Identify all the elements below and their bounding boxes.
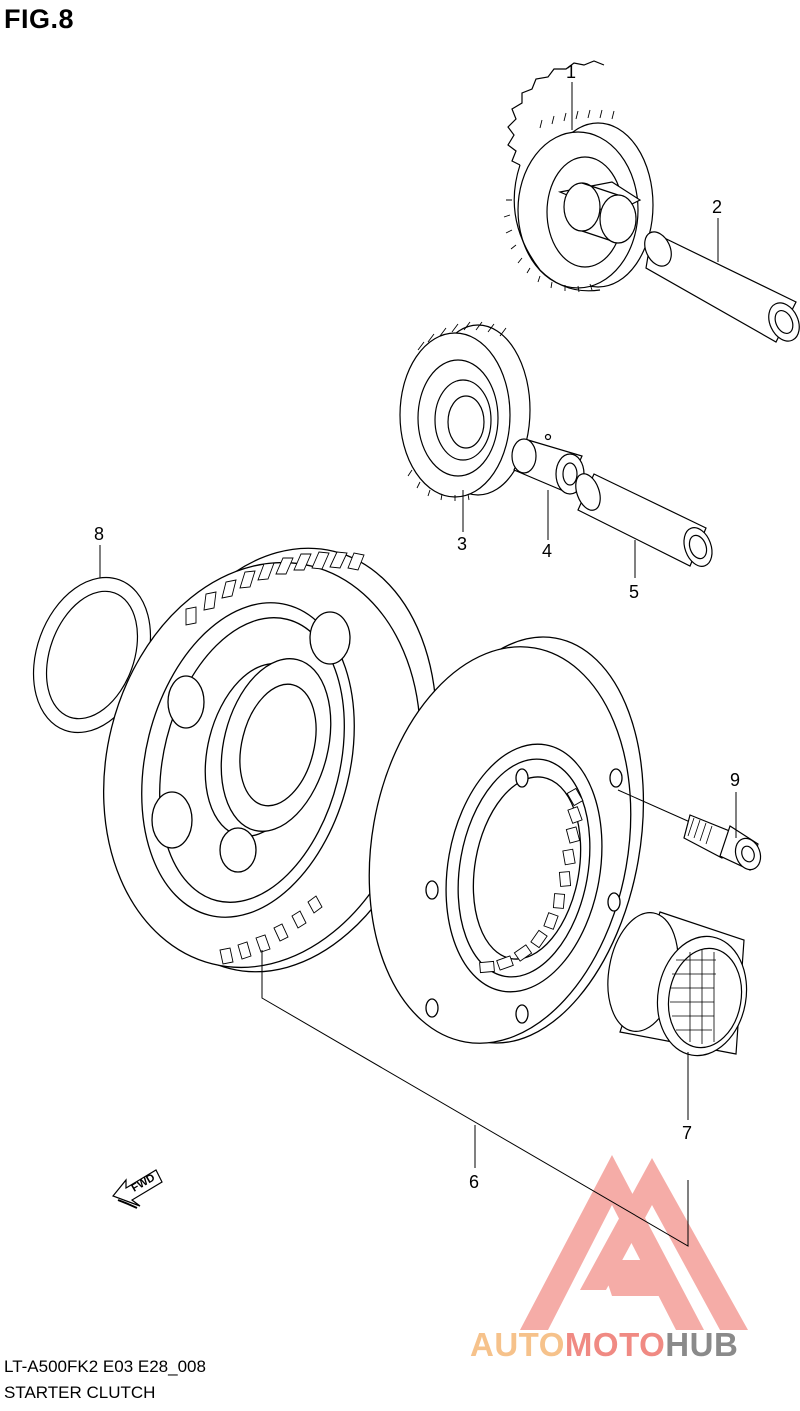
callout-7: 7 [682,1123,692,1143]
diagram-caption: STARTER CLUTCH [4,1383,156,1402]
callout-1: 1 [566,62,576,82]
callout-numbers: 1 2 3 4 5 6 7 8 9 [94,62,740,1192]
fwd-arrow-icon: FWD [113,1170,162,1208]
part-7-bearing [599,907,756,1063]
part-4-bushing [512,435,584,495]
callout-6: 6 [469,1172,479,1192]
model-code: LT-A500FK2 E03 E28_008 [4,1357,206,1376]
watermark-auto: AUTO [470,1326,565,1363]
part-9-bolt [618,790,765,873]
callout-9: 9 [730,770,740,790]
watermark-text: AUTOMOTOHUB [470,1326,738,1364]
callout-2: 2 [712,197,722,217]
part-5-shaft [571,470,717,570]
callout-5: 5 [629,582,639,602]
figure-title: FIG.8 [4,4,75,34]
part-3-gear [400,322,530,501]
watermark-logo [520,1155,748,1330]
watermark-hub: HUB [665,1326,739,1363]
part-6-clutch-housing [339,617,674,1064]
watermark-moto: MOTO [564,1326,666,1363]
leader-lines [100,82,736,1246]
callout-8: 8 [94,524,104,544]
part-6-driven-gear [62,515,480,1005]
callout-3: 3 [457,534,467,554]
part-2-shaft [640,228,800,346]
part-1-idler-gear [504,61,653,292]
callout-4: 4 [542,541,552,561]
